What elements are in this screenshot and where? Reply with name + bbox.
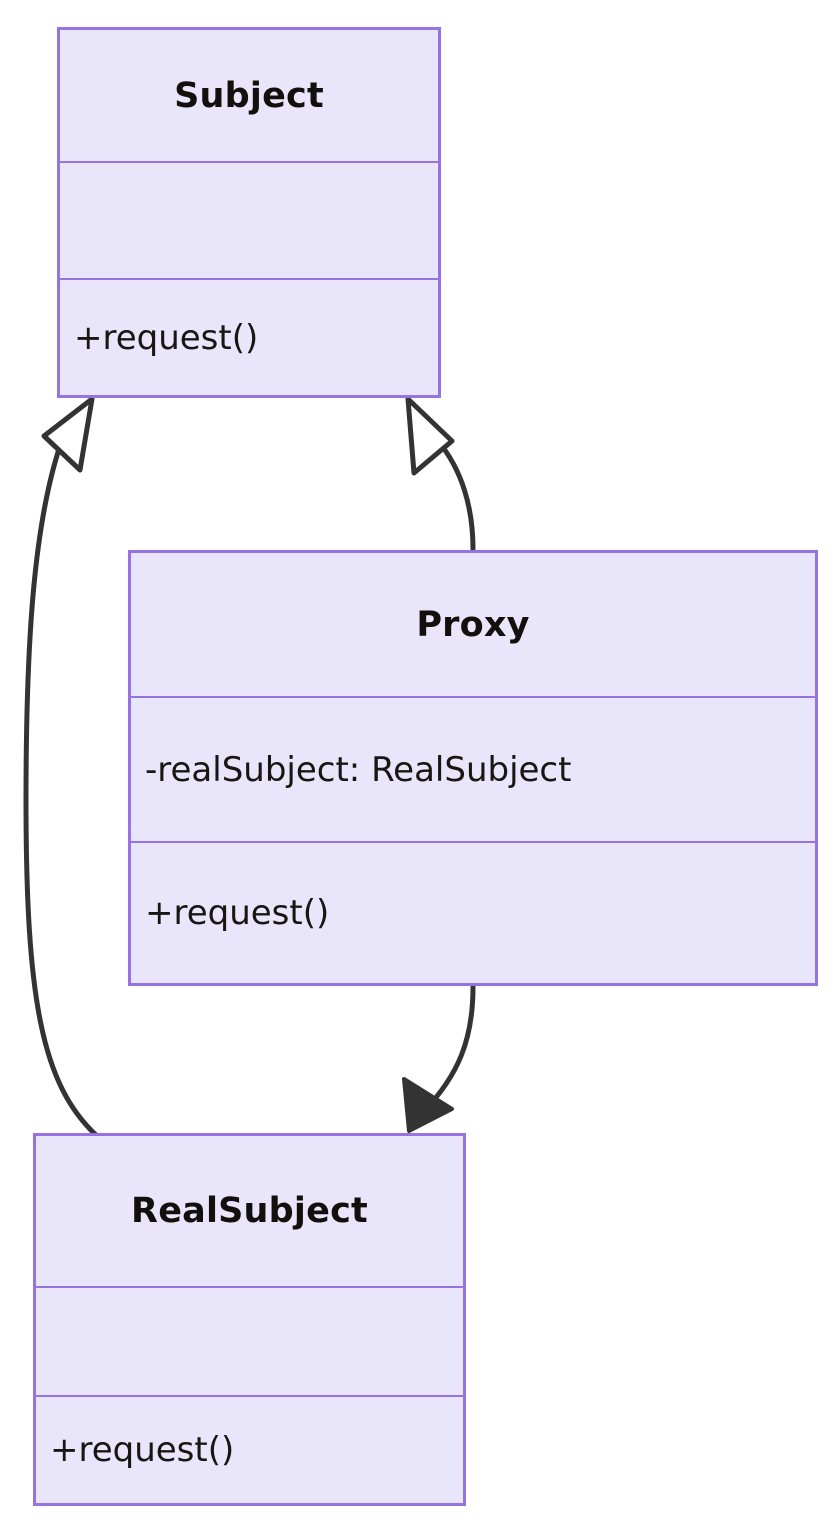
method-label: +request() bbox=[50, 1429, 235, 1470]
uml-class-realsubject[interactable]: RealSubject +request() bbox=[33, 1133, 466, 1506]
class-name-realsubject: RealSubject bbox=[36, 1136, 463, 1288]
edge-proxy-uses-realsubject bbox=[402, 984, 476, 1133]
class-methods-subject: +request() bbox=[60, 280, 438, 395]
class-attributes-realsubject bbox=[36, 1288, 463, 1397]
class-methods-realsubject: +request() bbox=[36, 1397, 463, 1504]
class-methods-proxy: +request() bbox=[131, 843, 815, 983]
edge-proxy-generalizes-subject bbox=[405, 396, 476, 552]
class-name-proxy: Proxy bbox=[131, 553, 815, 698]
uml-class-subject[interactable]: Subject +request() bbox=[57, 27, 441, 398]
class-attributes-proxy: -realSubject: RealSubject bbox=[131, 698, 815, 843]
class-name-subject: Subject bbox=[60, 30, 438, 163]
class-attributes-subject bbox=[60, 163, 438, 280]
edge-realsubject-generalizes-subject bbox=[23, 396, 100, 1139]
method-label: +request() bbox=[145, 893, 330, 933]
method-label: +request() bbox=[74, 317, 259, 358]
uml-class-proxy[interactable]: Proxy -realSubject: RealSubject +request… bbox=[128, 550, 818, 986]
attribute-label: -realSubject: RealSubject bbox=[145, 749, 572, 790]
